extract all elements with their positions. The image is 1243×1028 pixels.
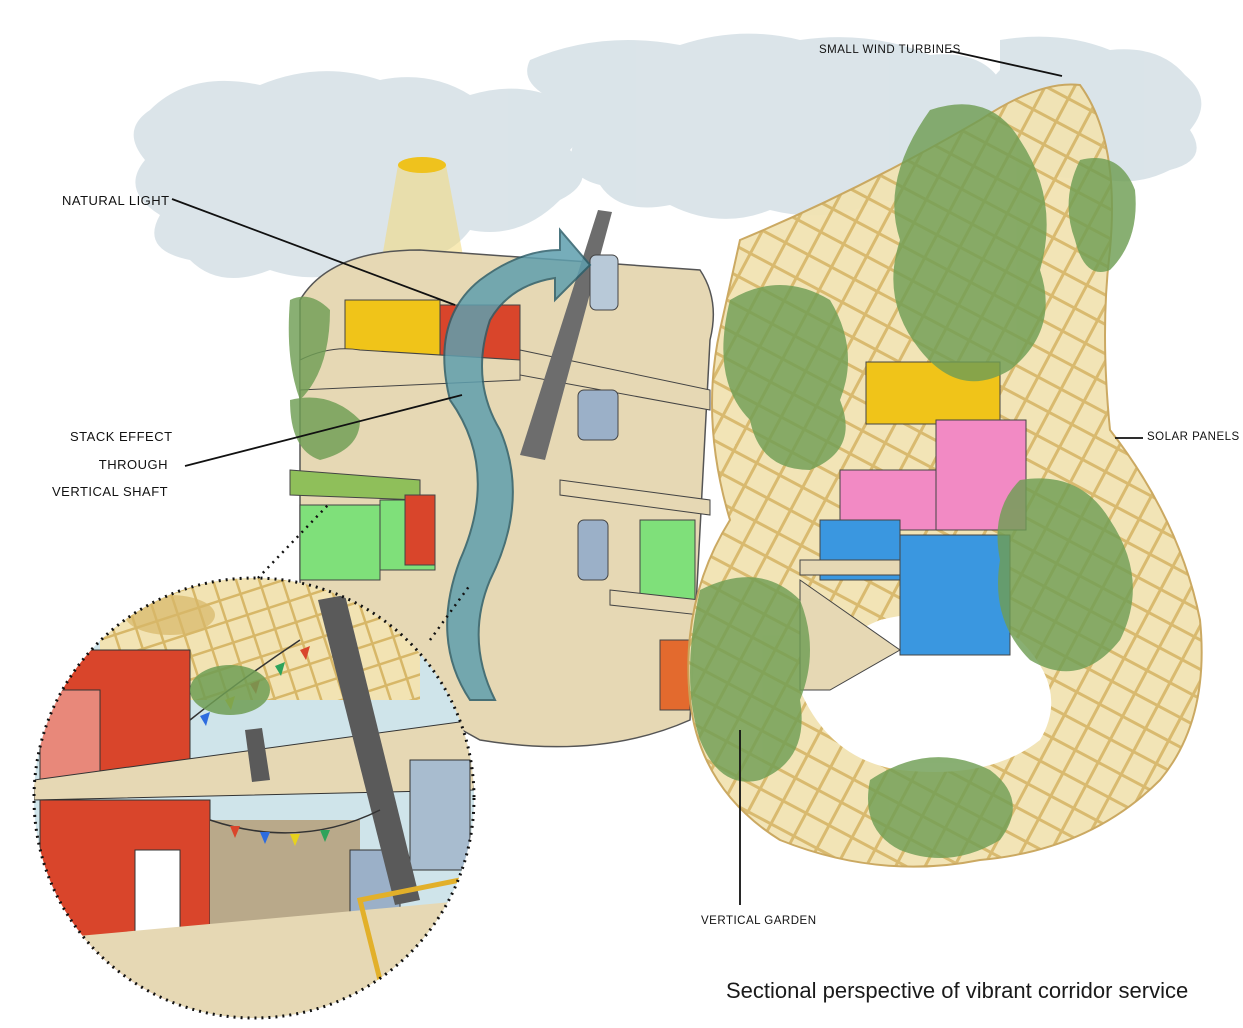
stack-effect-label-line-2: THROUGH: [98, 457, 168, 472]
natural-light-label: NATURAL LIGHT: [62, 193, 170, 208]
magnified-corridor-view: [32, 504, 476, 1020]
small-wind-turbines-label: SMALL WIND TURBINES: [819, 44, 961, 56]
leader-natural-light: [171, 198, 456, 306]
figure-caption: Sectional perspective of vibrant corrido…: [726, 978, 1189, 1003]
vertical-garden-foliage: [288, 104, 1136, 858]
annotation-leader-lines: [171, 50, 1143, 905]
wind-turbine-shaft: [520, 210, 619, 460]
leader-wind-turbines: [949, 50, 1063, 77]
leader-stack-effect: [184, 394, 463, 467]
stack-effect-arrow: [443, 227, 592, 701]
stack-effect-label-line-3: VERTICAL SHAFT: [52, 484, 169, 499]
solar-panels-label: SOLAR PANELS: [1147, 431, 1240, 443]
stack-effect-label-line-1: STACK EFFECT: [70, 429, 173, 444]
vertical-garden-label: VERTICAL GARDEN: [701, 915, 817, 927]
